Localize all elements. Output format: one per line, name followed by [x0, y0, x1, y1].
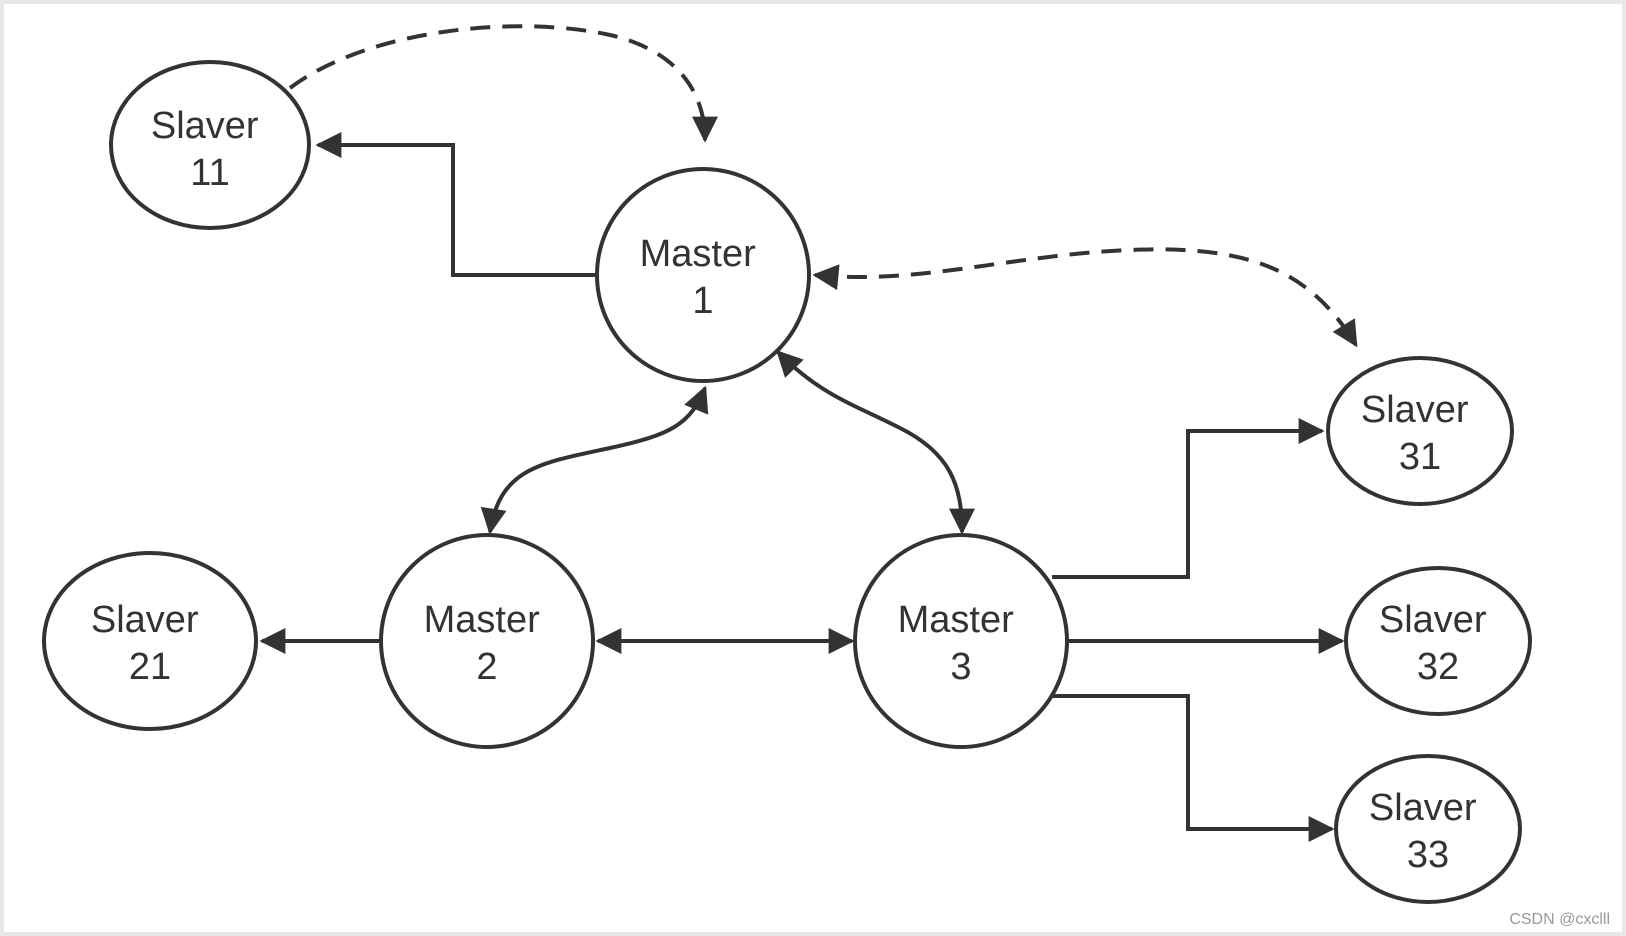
edge-master1-slaver31-dashed	[812, 247, 1358, 348]
label-slaver31-line1: Slaver	[1361, 389, 1469, 431]
label-master1: Master 1	[640, 233, 767, 322]
node-slaver11	[109, 60, 311, 230]
label-slaver21-line2: 21	[129, 646, 171, 688]
label-slaver31-line2: 31	[1399, 436, 1441, 478]
label-slaver33-line1: Slaver	[1369, 787, 1477, 829]
node-slaver32	[1344, 566, 1532, 716]
label-master2-line2: 2	[476, 646, 497, 688]
watermark: CSDN @cxclll	[1509, 911, 1610, 928]
edge-master3-slaver31	[1052, 418, 1325, 579]
label-slaver32: Slaver 32	[1379, 599, 1497, 688]
edge-slaver11-master1-dashed	[288, 24, 718, 143]
node-master1	[595, 167, 811, 383]
edge-master3-slaver33	[1048, 694, 1335, 842]
label-slaver11: Slaver 11	[151, 105, 269, 194]
label-master2: Master 2	[424, 599, 551, 688]
label-master1-line1: Master	[640, 233, 756, 275]
label-master3: Master 3	[898, 599, 1025, 688]
node-slaver33	[1334, 754, 1522, 904]
edge-master1-master3	[776, 350, 975, 535]
label-master3-line1: Master	[898, 599, 1014, 641]
node-master3	[853, 533, 1069, 749]
label-slaver31: Slaver 31	[1361, 389, 1479, 478]
node-slaver31	[1326, 356, 1514, 506]
label-slaver11-line1: Slaver	[151, 105, 259, 147]
label-slaver33: Slaver 33	[1369, 787, 1487, 876]
label-slaver32-line1: Slaver	[1379, 599, 1487, 641]
label-slaver11-line2: 11	[190, 152, 229, 194]
label-master2-line1: Master	[424, 599, 540, 641]
label-slaver21: Slaver 21	[91, 599, 209, 688]
label-slaver32-line2: 32	[1417, 646, 1459, 688]
label-master3-line2: 3	[950, 646, 971, 688]
node-master2	[379, 533, 595, 749]
edge-master1-master2	[480, 385, 709, 535]
label-slaver21-line1: Slaver	[91, 599, 199, 641]
edge-master1-slaver11	[315, 132, 596, 277]
label-master1-line2: 1	[692, 280, 713, 322]
node-slaver21	[42, 551, 258, 731]
label-slaver33-line2: 33	[1407, 834, 1449, 876]
